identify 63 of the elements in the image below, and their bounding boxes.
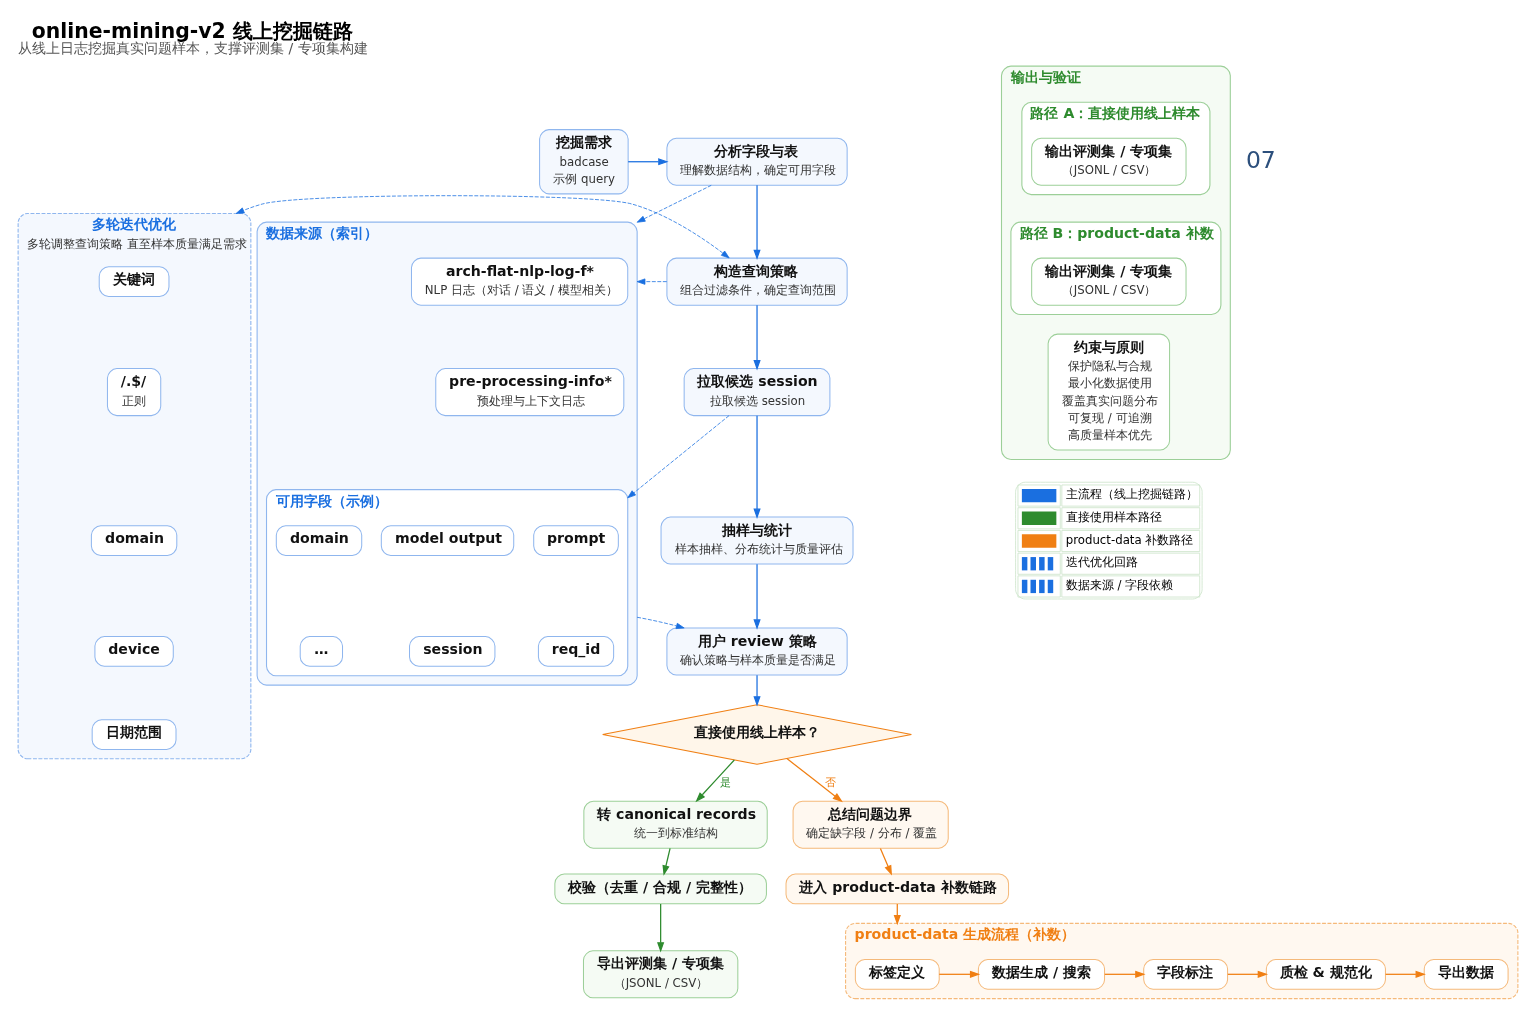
arrow: [753, 674, 761, 707]
node-box: 质检 & 规范化: [1265, 958, 1386, 990]
arrow: [657, 903, 665, 953]
node-box: /.$/ 正则: [106, 368, 162, 417]
arrow: [1227, 970, 1269, 978]
node-box: 日期范围: [91, 719, 177, 750]
node-box: 进入 product-data 补数链路: [785, 873, 1010, 905]
arrow: [235, 195, 730, 259]
node-diamond: 直接使用线上样本？: [602, 704, 912, 765]
node-box: 字段标注: [1143, 958, 1229, 990]
arrow: [1385, 970, 1426, 978]
arrow: [627, 415, 730, 499]
arrow: [627, 158, 669, 166]
node-box: 输出评测集 / 专项集 （JSONL / CSV）: [1031, 257, 1187, 306]
arrow: [879, 847, 892, 876]
node-box: …: [299, 636, 344, 667]
node-box: 导出数据: [1423, 958, 1509, 990]
node-box: 标签定义: [854, 958, 940, 990]
arrow: [636, 616, 685, 629]
node-box: 校验（去重 / 合规 / 完整性）: [554, 873, 767, 905]
node-box: device: [94, 636, 174, 667]
node-box: pre-processing-info* 预处理与上下文日志: [435, 368, 625, 417]
node-box: 约束与原则 保护隐私与合规 最小化数据使用 覆盖真实问题分布 可复现 / 可追溯 高质量样本优先: [1047, 333, 1171, 451]
legend-label: product-data 补数路径: [1065, 532, 1194, 547]
arrow: [636, 278, 668, 285]
diagram-title: online-mining-v2 线上挖掘链路: [31, 18, 353, 43]
arrow: [662, 847, 671, 876]
arrow: [1104, 970, 1146, 978]
node-box: 输出评测集 / 专项集 （JSONL / CSV）: [1031, 137, 1187, 186]
arrow: [753, 415, 761, 519]
node-box: 构造查询策略 组合过滤条件，确定查询范围: [666, 257, 848, 306]
edge-label: 否: [824, 775, 836, 789]
edge-label: 是: [719, 775, 731, 789]
node-box: arch-flat-nlp-log-f* NLP 日志（对话 / 语义 / 模型相关）: [410, 257, 629, 306]
node-box: domain: [275, 525, 363, 556]
arrow: [786, 757, 843, 803]
node-box: 转 canonical records 统一到标准结构: [583, 800, 768, 849]
node-box: req_id: [537, 636, 615, 667]
legend-label: 主流程（线上挖掘链路）: [1065, 487, 1198, 502]
arrow: [753, 563, 761, 630]
node-box: 分析字段与表 理解数据结构，确定可用字段: [666, 137, 848, 186]
arrow: [695, 759, 735, 803]
legend-label: 直接使用样本路径: [1065, 510, 1162, 525]
legend-label: 迭代优化回路: [1065, 555, 1138, 570]
node-box: 总结问题边界 确定缺字段 / 分布 / 覆盖: [792, 800, 949, 849]
node-box: 挖掘需求 badcase 示例 query: [539, 129, 629, 195]
label: 07: [1245, 145, 1276, 174]
node-box: 数据生成 / 搜索: [977, 958, 1106, 990]
node-box: session: [409, 636, 496, 667]
node-box: 导出评测集 / 专项集 （JSONL / CSV）: [582, 950, 739, 999]
node-box: 关键词: [98, 266, 170, 298]
arrow: [636, 184, 712, 223]
node-box: 用户 review 策略 确认策略与样本质量是否满足: [666, 627, 848, 676]
node-box: 抽样与统计 样本抽样、分布统计与质量评估: [660, 516, 854, 565]
arrow: [753, 184, 761, 260]
node-box: 拉取候选 session 拉取候选 session: [683, 368, 831, 417]
node-box: model output: [380, 525, 515, 556]
arrow: [753, 304, 761, 371]
node-box: prompt: [533, 525, 619, 556]
arrow: [938, 970, 981, 978]
node-box: domain: [90, 525, 178, 556]
legend-label: 数据来源 / 字段依赖: [1065, 578, 1174, 593]
caption: 从线上日志挖掘真实问题样本，支撑评测集 / 专项集构建: [18, 40, 368, 57]
